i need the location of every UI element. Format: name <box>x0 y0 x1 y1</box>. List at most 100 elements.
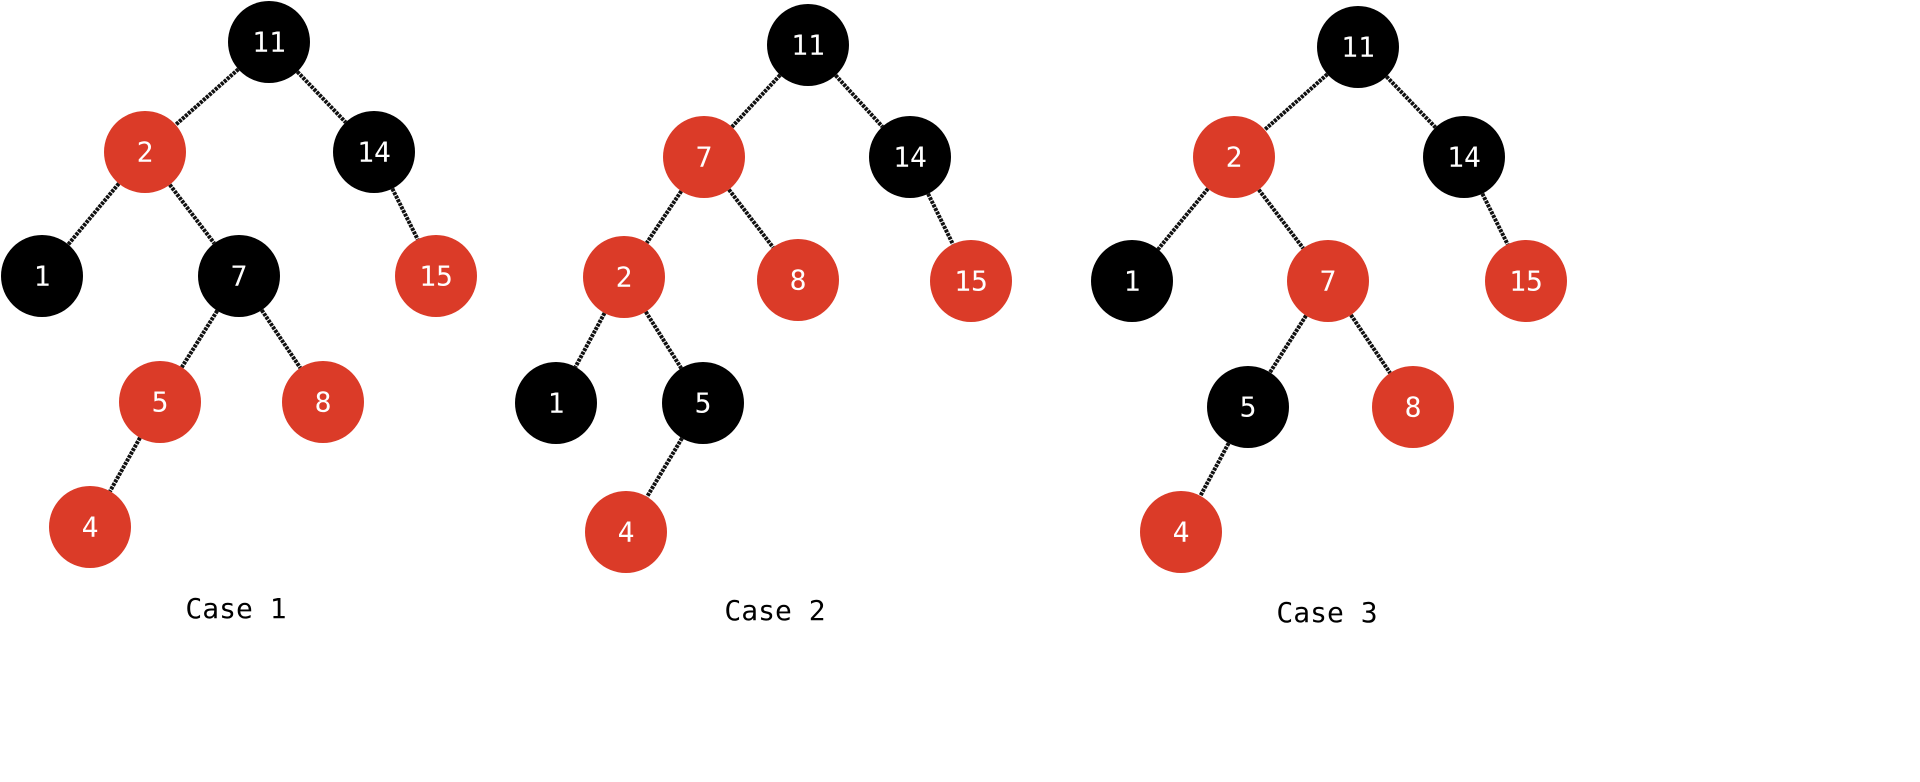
node-label: 4 <box>82 511 99 544</box>
caption-case-1: Case 1 <box>185 592 286 625</box>
node-case1-11: 11 <box>228 1 310 83</box>
red-node-circle <box>663 116 745 198</box>
node-case2-2: 2 <box>583 236 665 318</box>
node-case1-14: 14 <box>333 111 415 193</box>
black-node-circle <box>1091 240 1173 322</box>
edge-case1-2-1 <box>66 182 121 246</box>
node-case2-15: 15 <box>930 240 1012 322</box>
node-label: 5 <box>695 387 712 420</box>
node-label: 5 <box>1240 391 1257 424</box>
node-case3-7: 7 <box>1287 240 1369 322</box>
node-case2-8: 8 <box>757 239 839 321</box>
node-label: 1 <box>548 387 565 420</box>
black-node-circle <box>228 1 310 83</box>
edge-case3-7-5 <box>1268 314 1308 374</box>
edge-case3-2-1 <box>1156 187 1210 251</box>
node-label: 14 <box>893 141 927 174</box>
black-node-circle <box>1423 116 1505 198</box>
edge-case1-14-15 <box>390 187 420 241</box>
node-label: 1 <box>1124 265 1141 298</box>
node-case3-14: 14 <box>1423 116 1505 198</box>
node-case3-2: 2 <box>1193 116 1275 198</box>
edge-case1-7-5 <box>180 309 219 369</box>
red-node-circle <box>49 486 131 568</box>
edge-case1-5-4 <box>108 436 142 493</box>
node-label: 11 <box>252 26 286 59</box>
edge-case2-11-7 <box>730 73 782 129</box>
black-node-circle <box>767 4 849 86</box>
node-case2-14: 14 <box>869 116 951 198</box>
node-label: 15 <box>1509 265 1543 298</box>
node-label: 7 <box>231 260 248 293</box>
node-label: 7 <box>696 141 713 174</box>
edge-case1-7-8 <box>260 309 302 369</box>
node-case2-11: 11 <box>767 4 849 86</box>
node-label: 14 <box>357 136 391 169</box>
node-case1-1: 1 <box>1 235 83 317</box>
caption-case-2: Case 2 <box>724 594 825 627</box>
red-node-circle <box>1140 491 1222 573</box>
edge-case2-2-1 <box>573 312 607 368</box>
edge-case3-11-14 <box>1385 75 1437 129</box>
edge-case2-11-14 <box>834 73 884 129</box>
node-label: 2 <box>137 136 154 169</box>
red-node-circle <box>583 236 665 318</box>
red-node-circle <box>930 240 1012 322</box>
node-case3-5: 5 <box>1207 366 1289 448</box>
red-node-circle <box>395 235 477 317</box>
edge-case3-5-4 <box>1198 442 1231 497</box>
edge-case1-2-7 <box>168 183 216 245</box>
node-label: 15 <box>419 260 453 293</box>
black-node-circle <box>333 111 415 193</box>
red-node-circle <box>119 361 201 443</box>
edge-case2-14-15 <box>926 192 955 246</box>
node-case1-8: 8 <box>282 361 364 443</box>
node-case3-11: 11 <box>1317 6 1399 88</box>
node-label: 8 <box>315 386 332 419</box>
node-label: 4 <box>1173 516 1190 549</box>
node-case2-7: 7 <box>663 116 745 198</box>
node-label: 11 <box>1341 31 1375 64</box>
node-label: 7 <box>1320 265 1337 298</box>
edge-case1-11-2 <box>174 67 240 127</box>
black-node-circle <box>198 235 280 317</box>
red-node-circle <box>1372 366 1454 448</box>
node-case3-15: 15 <box>1485 240 1567 322</box>
black-node-circle <box>1207 366 1289 448</box>
node-label: 14 <box>1447 141 1481 174</box>
node-label: 8 <box>790 264 807 297</box>
node-label: 5 <box>152 386 169 419</box>
black-node-circle <box>869 116 951 198</box>
node-label: 11 <box>791 29 825 62</box>
black-node-circle <box>1317 6 1399 88</box>
node-case2-4: 4 <box>585 491 667 573</box>
red-node-circle <box>282 361 364 443</box>
node-case1-7: 7 <box>198 235 280 317</box>
node-case3-1: 1 <box>1091 240 1173 322</box>
red-node-circle <box>1485 240 1567 322</box>
red-node-circle <box>585 491 667 573</box>
edge-case2-5-4 <box>645 437 684 498</box>
node-case1-15: 15 <box>395 235 477 317</box>
edge-case3-7-8 <box>1349 313 1392 375</box>
black-node-circle <box>662 362 744 444</box>
node-case1-4: 4 <box>49 486 131 568</box>
edge-case3-14-15 <box>1480 192 1510 246</box>
edge-case2-2-5 <box>644 310 683 370</box>
edge-case2-7-8 <box>727 188 775 249</box>
red-node-circle <box>1193 116 1275 198</box>
node-case2-1: 1 <box>515 362 597 444</box>
node-case2-5: 5 <box>662 362 744 444</box>
edge-case2-7-2 <box>645 190 683 244</box>
red-node-circle <box>757 239 839 321</box>
node-label: 2 <box>1226 141 1243 174</box>
black-node-circle <box>515 362 597 444</box>
edge-case3-11-2 <box>1263 72 1329 132</box>
black-node-circle <box>1 235 83 317</box>
node-case1-2: 2 <box>104 111 186 193</box>
red-node-circle <box>104 111 186 193</box>
edge-case3-2-7 <box>1257 188 1305 250</box>
node-label: 15 <box>954 265 988 298</box>
caption-case-3: Case 3 <box>1276 596 1377 629</box>
